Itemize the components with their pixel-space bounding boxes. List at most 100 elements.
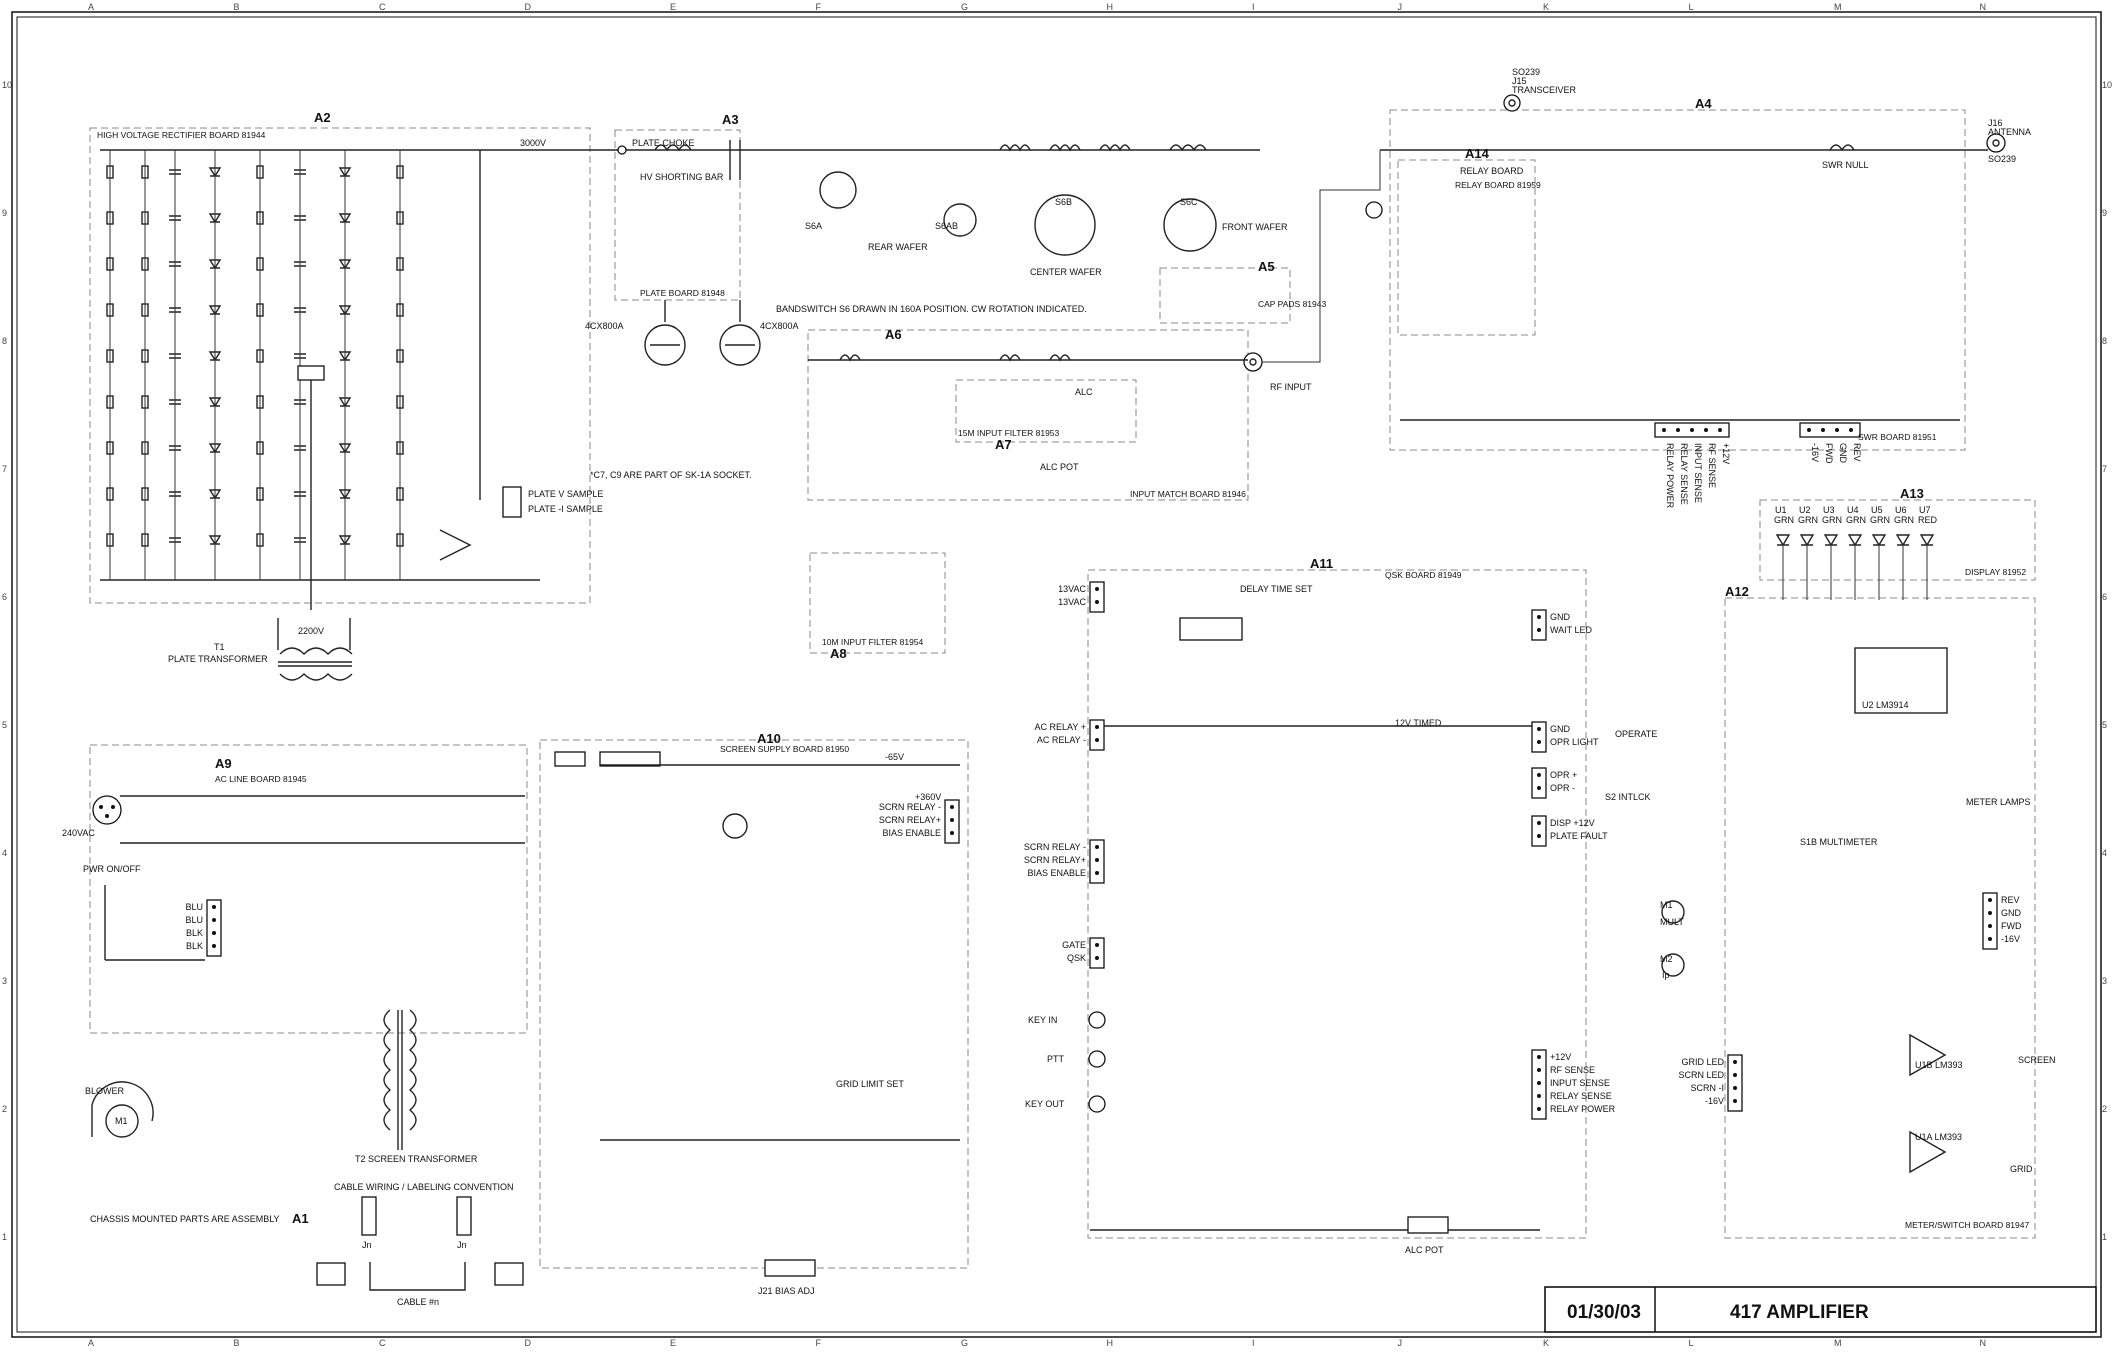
grid-row-right-1: 1 bbox=[2102, 1232, 2107, 1242]
a11-j1-body bbox=[1089, 581, 1105, 613]
a11-j1-pin-label: 13VAC bbox=[1058, 584, 1086, 594]
a12-u1b-label: U1B LM393 bbox=[1915, 1060, 1963, 1070]
blower: M1 BLOWER bbox=[85, 1081, 154, 1138]
key-out-label: KEY OUT bbox=[1025, 1099, 1065, 1109]
board-title-a9: AC LINE BOARD 81945 bbox=[215, 774, 307, 784]
j22-connector: BLU BLU BLK BLK bbox=[185, 899, 222, 957]
board-title-a12: METER/SWITCH BOARD 81947 bbox=[1905, 1220, 2029, 1230]
grid-row-right-2: 2 bbox=[2102, 1104, 2107, 1114]
s6ab-label: S6AB bbox=[935, 221, 958, 231]
chassis-note: CHASSIS MOUNTED PARTS ARE ASSEMBLY bbox=[90, 1214, 280, 1224]
grid-col-top-J: J bbox=[1398, 2, 1403, 12]
grid-row-right-8: 8 bbox=[2102, 336, 2107, 346]
a13-led-diode bbox=[1799, 534, 1815, 547]
a13-led-color: RED bbox=[1918, 515, 1938, 525]
a4-j11-pin-label: +12V bbox=[1721, 443, 1731, 464]
grid-row-right-4: 4 bbox=[2102, 848, 2107, 858]
blower-motor-id: M1 bbox=[115, 1116, 128, 1126]
meter-m1-label: MULT bbox=[1660, 917, 1684, 927]
a11-j11-pin bbox=[1537, 1094, 1541, 1098]
antenna-connector: SO239 bbox=[1988, 154, 2016, 164]
a11-j6-pin-label: OPR LIGHT bbox=[1550, 737, 1599, 747]
a11-j6-pin bbox=[1537, 740, 1541, 744]
title-block-date: 01/30/03 bbox=[1567, 1302, 1641, 1323]
a10-j9-pin bbox=[950, 818, 954, 822]
a11-j1-pin bbox=[1095, 587, 1099, 591]
grid-col-top-I: I bbox=[1252, 2, 1255, 12]
a11-j11-pin-label: INPUT SENSE bbox=[1550, 1078, 1610, 1088]
a11-j1-pin bbox=[1095, 600, 1099, 604]
cable-number-label: CABLE #n bbox=[397, 1297, 439, 1307]
a4-j14-pin-label: FWD bbox=[1824, 443, 1834, 464]
a11-j9-pin-label: BIAS ENABLE bbox=[1027, 868, 1086, 878]
title-block: 01/30/03 417 AMPLIFIER bbox=[1544, 1286, 2097, 1333]
grid-row-left-1: 1 bbox=[2, 1232, 7, 1242]
j22-pin-label: BLK bbox=[186, 941, 203, 951]
grid-col-bottom-J: J bbox=[1398, 1338, 1403, 1348]
j22-pin-label: BLU bbox=[185, 902, 203, 912]
transceiver-label: TRANSCEIVER bbox=[1512, 85, 1577, 95]
a12-j4-pin-label: SCRN -I bbox=[1691, 1083, 1725, 1093]
transceiver-port: J15 TRANSCEIVER SO239 bbox=[1503, 67, 1577, 112]
grid-col-top-N: N bbox=[1980, 2, 1987, 12]
grid-col-bottom-K: K bbox=[1543, 1338, 1549, 1348]
board-id-a13: A13 bbox=[1900, 486, 1924, 501]
chassis-assembly-id: A1 bbox=[292, 1211, 309, 1226]
a10-j9-pin-label: SCRN RELAY+ bbox=[879, 815, 941, 825]
a12-j4-pin bbox=[1733, 1099, 1737, 1103]
board-id-a3: A3 bbox=[722, 112, 739, 127]
a4-j14-pin bbox=[1821, 428, 1825, 432]
a10-j9-pin bbox=[950, 805, 954, 809]
s6c-label: S6C bbox=[1180, 197, 1198, 207]
board-id-a14: A14 bbox=[1465, 146, 1490, 161]
a11-j10-pin-label: OPR + bbox=[1550, 770, 1577, 780]
a11-j12-pin bbox=[1095, 956, 1099, 960]
grid-col-bottom-N: N bbox=[1980, 1338, 1987, 1348]
rf-plate-path: PLATE CHOKE HV SHORTING BAR bbox=[610, 138, 1260, 182]
j22-pin-label: BLK bbox=[186, 928, 203, 938]
a4-j11-pin-label: RELAY POWER bbox=[1665, 443, 1675, 509]
grid-col-top-B: B bbox=[234, 2, 240, 12]
grid-col-bottom-F: F bbox=[816, 1338, 822, 1348]
a11-j5-pin bbox=[1537, 834, 1541, 838]
grid-row-left-2: 2 bbox=[2, 1104, 7, 1114]
j22-pin-label: BLU bbox=[185, 915, 203, 925]
a2-plate-sample: PLATE V SAMPLE PLATE -I SAMPLE 3000V bbox=[439, 138, 603, 561]
multimeter-switch-label: S1B MULTIMETER bbox=[1800, 837, 1878, 847]
grid-row-left-3: 3 bbox=[2, 976, 7, 986]
grid-row-right-10: 10 bbox=[2102, 80, 2112, 90]
a13-led-ref: U4 bbox=[1847, 505, 1859, 515]
a4-j11-pin bbox=[1690, 428, 1694, 432]
key-in-label: KEY IN bbox=[1028, 1015, 1057, 1025]
a13-led-ref: U2 bbox=[1799, 505, 1811, 515]
meter-m1-ref: M1 bbox=[1660, 900, 1673, 910]
led-grid-label: GRID bbox=[2010, 1164, 2033, 1174]
bandswitch: S6B S6C S6A S6AB REAR WAFER CENTER WAFER… bbox=[776, 144, 1288, 314]
s6a-label: S6A bbox=[805, 221, 822, 231]
a12-j4-body bbox=[1727, 1054, 1743, 1112]
grid-row-left-4: 4 bbox=[2, 848, 7, 858]
board-title-a10: SCREEN SUPPLY BOARD 81950 bbox=[720, 744, 849, 754]
board-id-a10: A10 bbox=[757, 731, 781, 746]
a12-j14-pin bbox=[1988, 911, 1992, 915]
a4-j11-pin-label: INPUT SENSE bbox=[1693, 443, 1703, 503]
grid-col-bottom-I: I bbox=[1252, 1338, 1255, 1348]
drawing-frame bbox=[11, 11, 2102, 1338]
plate-v-sample-label: PLATE V SAMPLE bbox=[528, 489, 603, 499]
hv-shorting-bar-label: HV SHORTING BAR bbox=[640, 172, 724, 182]
board-id-a6: A6 bbox=[885, 327, 902, 342]
a12-j4-pin-label: GRID LED bbox=[1681, 1057, 1724, 1067]
a12-j4-pin-label: SCRN LED bbox=[1678, 1070, 1724, 1080]
grid-col-top-K: K bbox=[1543, 2, 1549, 12]
a10-j9-connector: SCRN RELAY -SCRN RELAY+BIAS ENABLE bbox=[879, 799, 960, 844]
grid-row-left-7: 7 bbox=[2, 464, 7, 474]
a11-j11-pin-label: RELAY SENSE bbox=[1550, 1091, 1612, 1101]
cable-jn-left: Jn bbox=[362, 1240, 372, 1250]
board-outlines bbox=[89, 109, 2036, 1269]
